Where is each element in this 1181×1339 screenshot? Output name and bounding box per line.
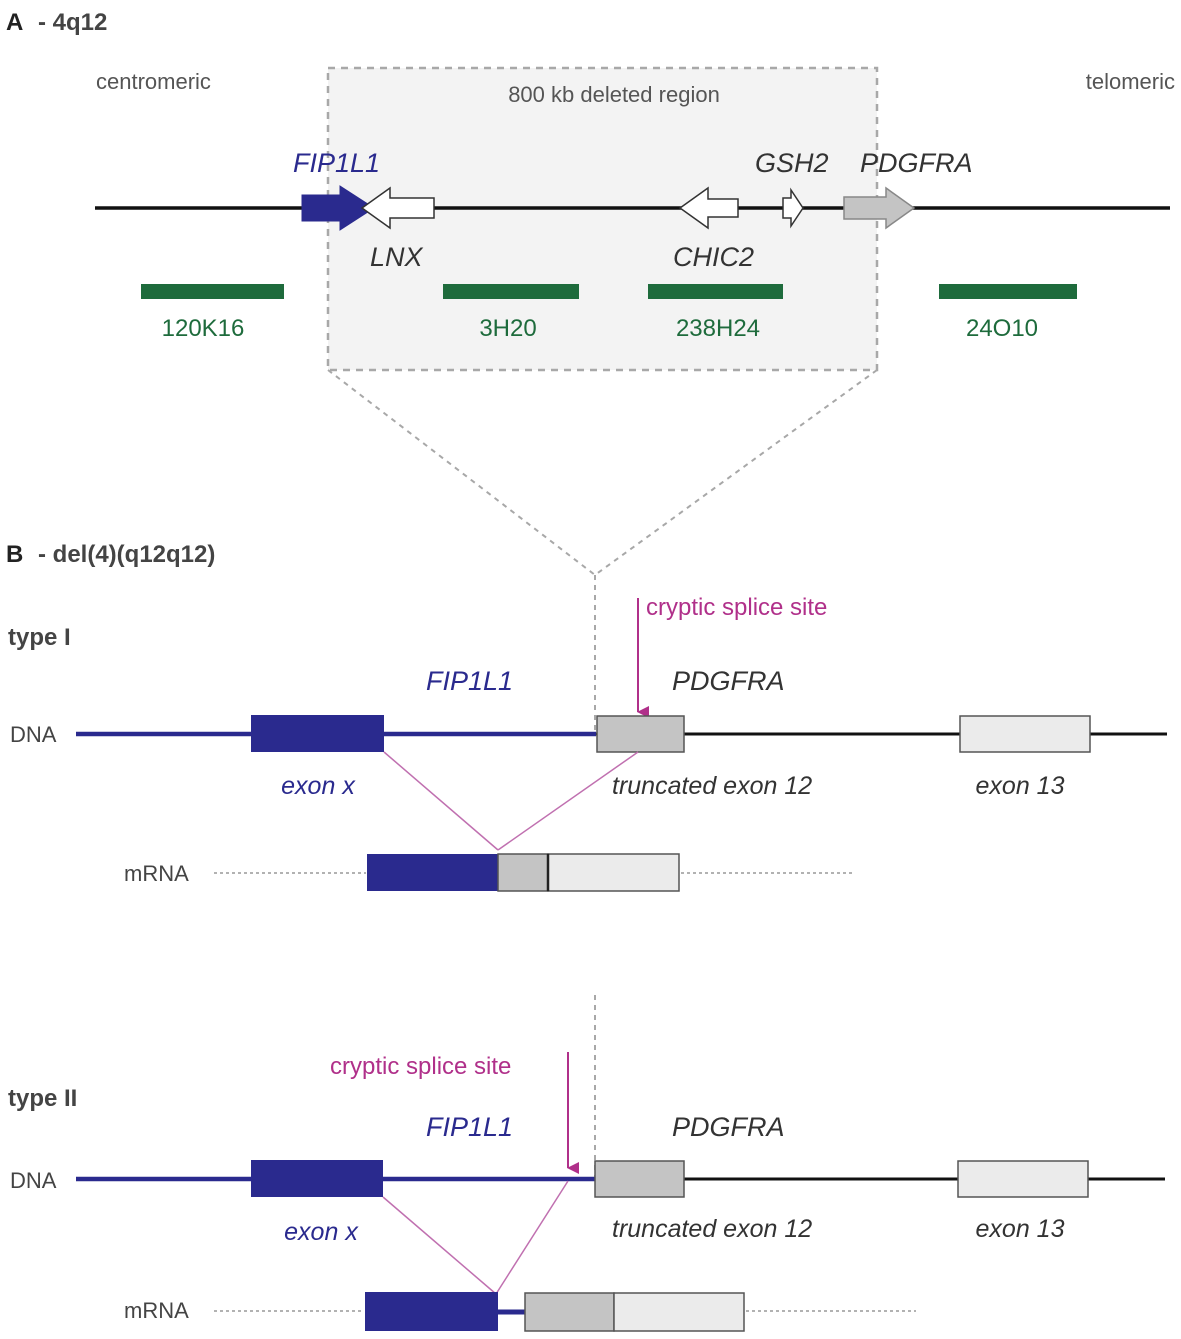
gsh2-arrow — [782, 187, 804, 229]
type2-mrna-exon-x-segment — [365, 1292, 498, 1331]
zoom-line-left — [327, 369, 596, 576]
panel-b-letter: B — [6, 541, 23, 568]
panel-b-title: - del(4)(q12q12) — [38, 541, 215, 568]
pdgfra-arrow — [843, 186, 916, 230]
gsh2-label: GSH2 — [755, 148, 829, 178]
type2-fip1l1-label: FIP1L1 — [426, 1112, 513, 1142]
type1-label: type I — [8, 624, 71, 651]
type2-dna-label: DNA — [10, 1168, 57, 1193]
type1-splice-join-left — [383, 751, 499, 851]
fip1l1-arrow — [301, 185, 375, 231]
type2-mrna-label: mRNA — [124, 1298, 189, 1323]
type1-exon-x-box — [251, 715, 384, 752]
type1-exon13-box — [959, 715, 1091, 753]
type2-exon13-box — [957, 1160, 1089, 1198]
lnx-arrow — [360, 186, 435, 230]
probe-label-238h24: 238H24 — [676, 315, 760, 342]
type2-exon12-box — [594, 1160, 685, 1198]
probe-bar-120k16 — [141, 284, 284, 299]
type2-pdgfra-label: PDGFRA — [672, 1112, 785, 1142]
pdgfra-label: PDGFRA — [860, 148, 973, 178]
type1-mrna-exon12-segment — [497, 853, 549, 892]
type1-pdgfra-label: PDGFRA — [672, 666, 785, 696]
lnx-label: LNX — [370, 242, 424, 272]
probe-bar-24o10 — [939, 284, 1077, 299]
type1-trunc-exon-label: truncated exon 12 — [612, 772, 812, 800]
type1-dna-label: DNA — [10, 722, 57, 747]
type1-mrna-exon13-segment — [547, 853, 680, 892]
type1-exon13-label: exon 13 — [976, 772, 1065, 800]
telomeric-label: telomeric — [1086, 69, 1175, 94]
type1-mrna-fip1l1-segment — [367, 854, 498, 891]
type2-mrna-exon12-segment — [524, 1292, 615, 1332]
type2-splice-join-right — [495, 1180, 569, 1295]
type1-splice-label: cryptic splice site — [646, 594, 827, 621]
type1-exon-x-label: exon x — [281, 772, 356, 800]
probe-label-3h20: 3H20 — [479, 315, 536, 342]
type2-exon-x-label: exon x — [284, 1218, 359, 1246]
probe-bar-3h20 — [443, 284, 579, 299]
type1-mrna-label: mRNA — [124, 861, 189, 886]
type2-mrna-exon13-segment — [613, 1292, 745, 1332]
type1-splice-join-right — [497, 751, 639, 851]
deleted-region-box — [326, 66, 879, 372]
type1-fip1l1-label: FIP1L1 — [426, 666, 513, 696]
type2-trunc-exon-label: truncated exon 12 — [612, 1215, 812, 1243]
type2-label: type II — [8, 1085, 77, 1112]
panel-a-letter: A — [6, 9, 23, 36]
probe-label-24o10: 24O10 — [966, 315, 1038, 342]
zoom-line-right — [594, 369, 878, 576]
type2-exon-x-box — [251, 1160, 383, 1197]
type2-splice-join-left — [382, 1196, 497, 1295]
chic2-arrow — [678, 186, 739, 230]
type2-splice-label: cryptic splice site — [330, 1053, 511, 1080]
centromeric-label: centromeric — [96, 69, 211, 94]
type1-exon12-box — [596, 715, 685, 753]
panel-a-title: - 4q12 — [38, 9, 107, 36]
probe-label-120k16: 120K16 — [162, 315, 245, 342]
chic2-label: CHIC2 — [673, 242, 754, 272]
deleted-region-label: 800 kb deleted region — [508, 82, 720, 107]
type2-exon13-label: exon 13 — [976, 1215, 1065, 1243]
fip1l1-label: FIP1L1 — [293, 148, 380, 178]
probe-bar-238h24 — [648, 284, 783, 299]
